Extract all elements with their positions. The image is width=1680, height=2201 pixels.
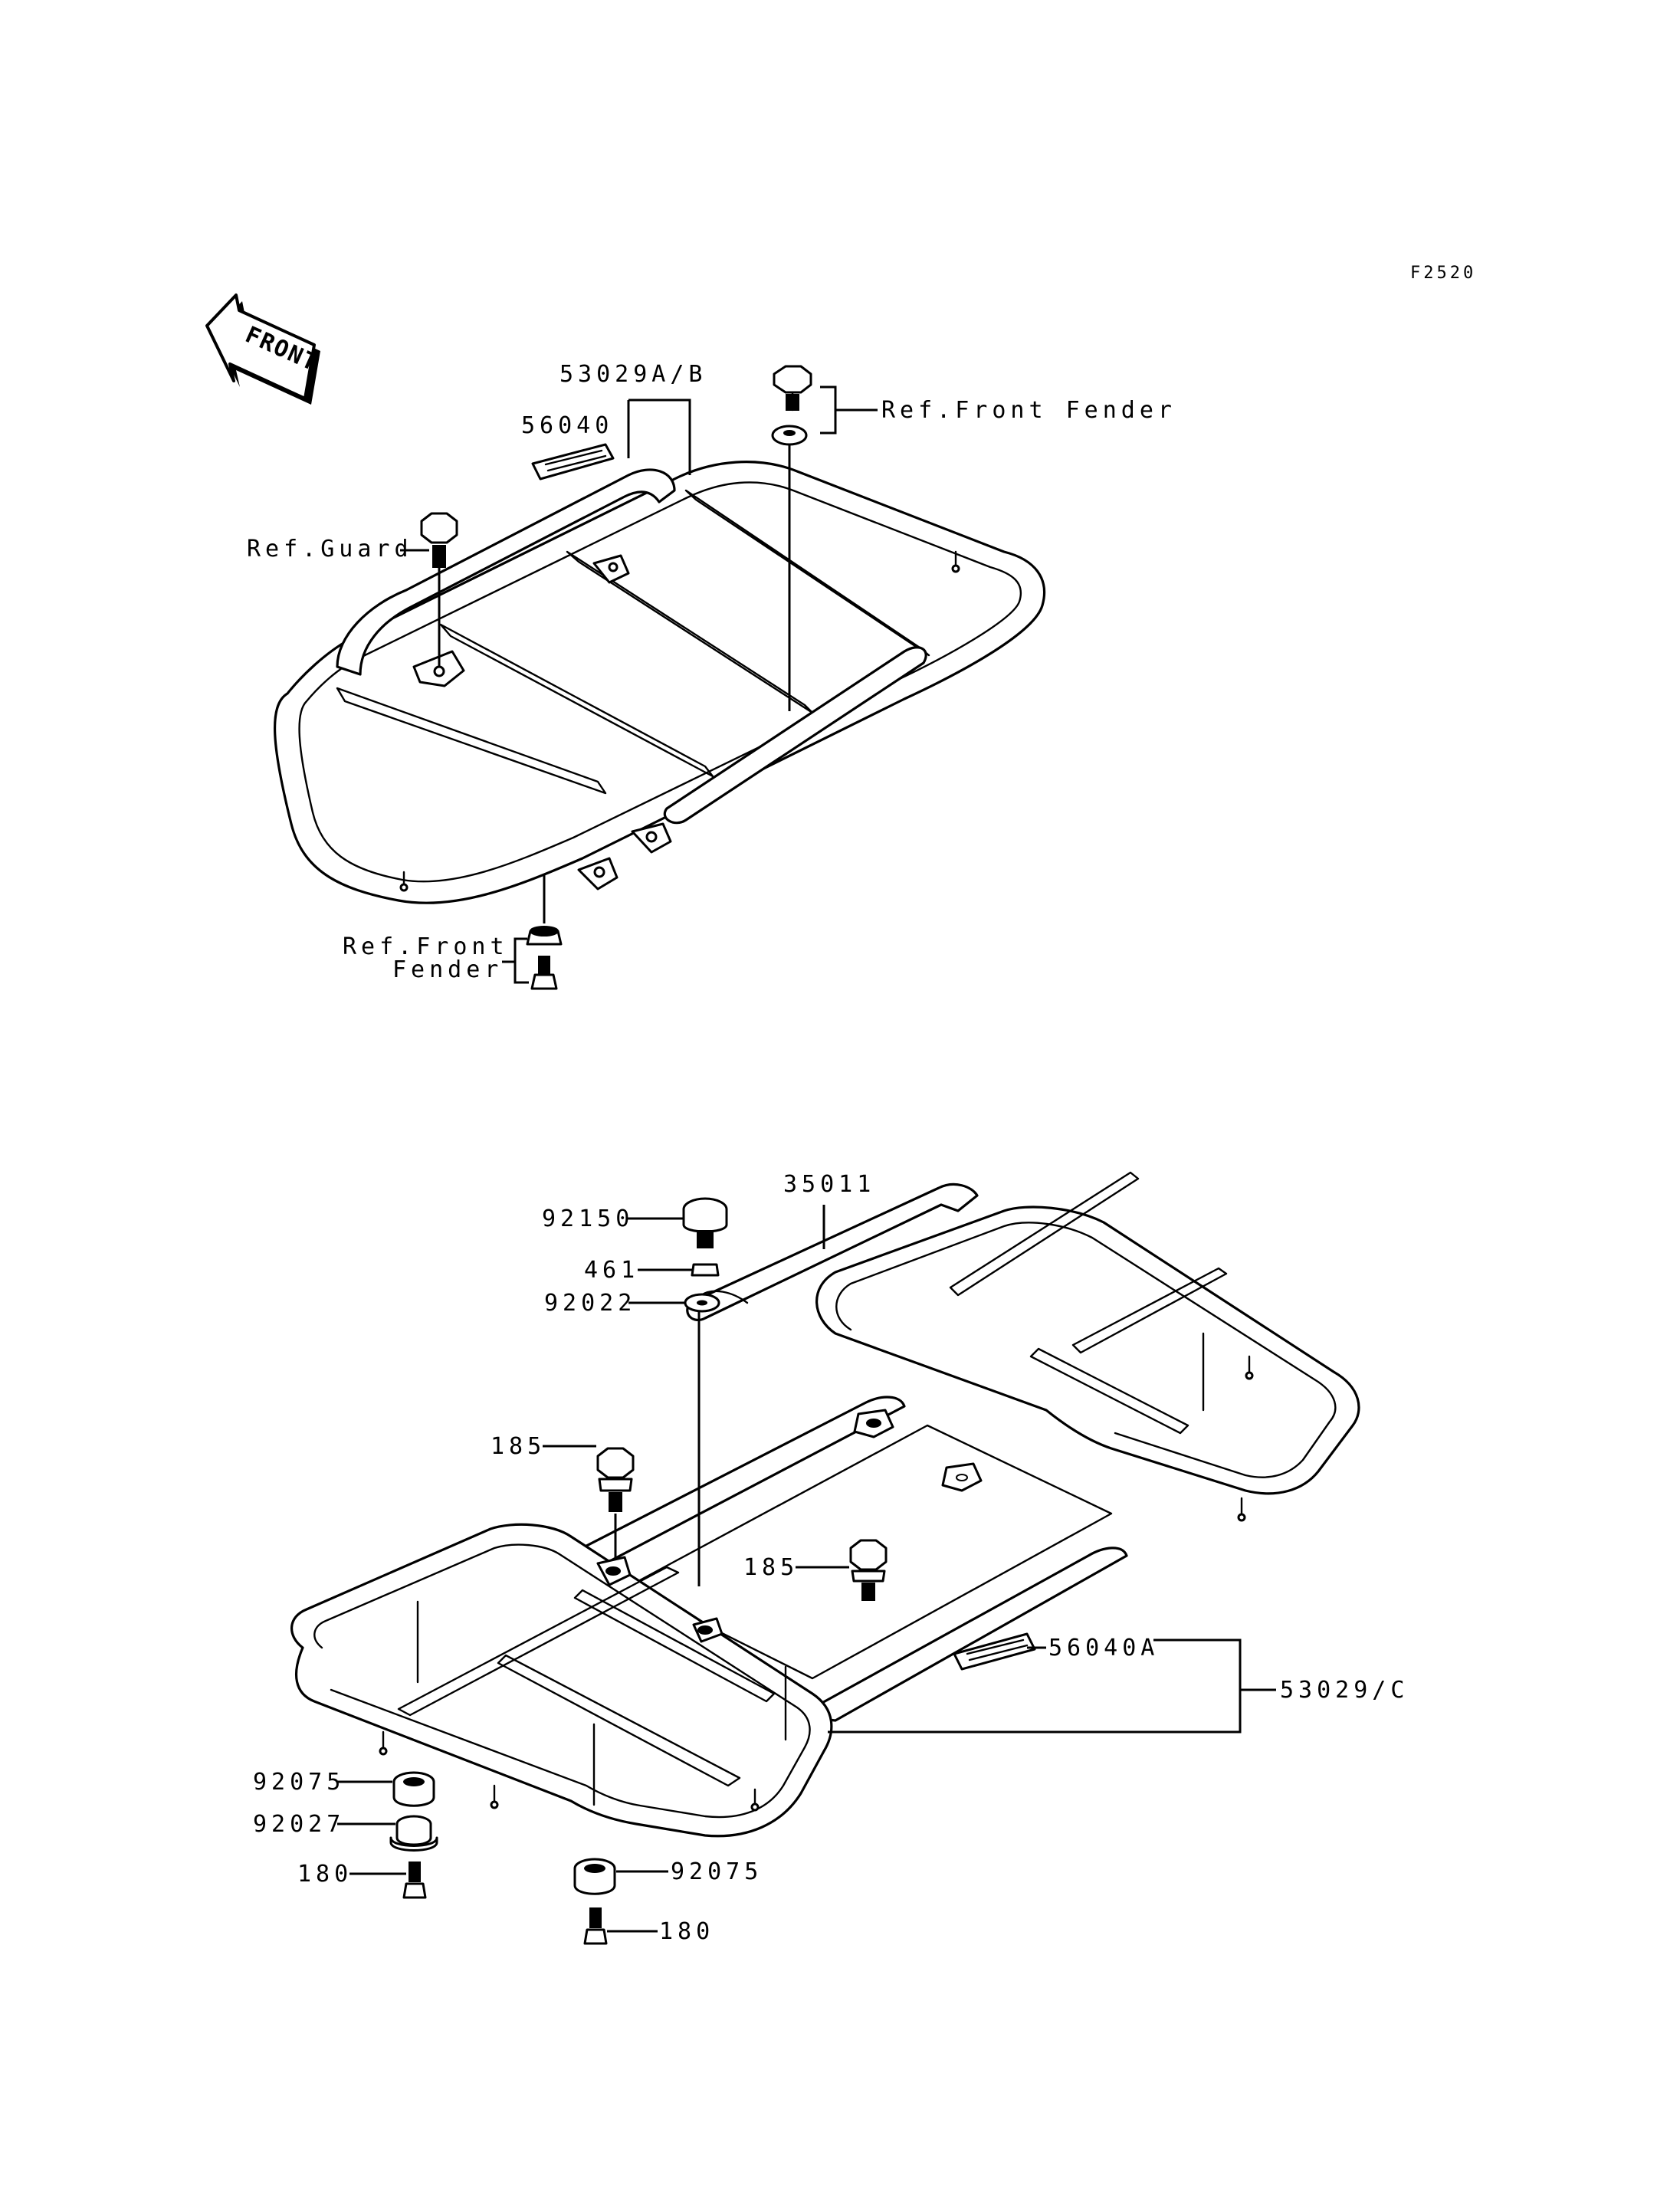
lower-front-cross-2 xyxy=(497,1654,741,1787)
callout-180-left: 180 xyxy=(297,1861,353,1888)
bolt-icon xyxy=(420,512,458,568)
label-plate-line xyxy=(546,454,607,472)
callout-ref-front-fender-top: Ref.Front Fender xyxy=(881,397,1176,424)
upper-mount-hole xyxy=(593,866,605,878)
label-plate-line xyxy=(544,449,603,466)
callout-53029c: 53029/C xyxy=(1280,1677,1409,1704)
bolt-icon xyxy=(596,1447,635,1512)
collar-icon xyxy=(389,1815,438,1852)
lower-rear-carrier-frame xyxy=(815,1205,1360,1495)
lower-main-rail-top xyxy=(566,1396,906,1565)
lower-mount-hole xyxy=(956,1474,968,1481)
lower-rear-cross-3 xyxy=(1071,1267,1228,1354)
label-plate-line xyxy=(966,1638,1025,1655)
callout-185-left: 185 xyxy=(491,1433,546,1460)
lower-main-rail-bottom xyxy=(796,1547,1128,1722)
bolt-icon xyxy=(530,956,558,990)
upper-carrier xyxy=(274,365,1046,990)
callout-92075-left: 92075 xyxy=(253,1769,345,1796)
label-plate-56040 xyxy=(531,443,615,481)
front-arrow-icon: FRONT xyxy=(205,294,323,405)
callout-185-right: 185 xyxy=(743,1554,799,1581)
upper-mount-hole xyxy=(645,831,658,843)
lower-front-carrier-frame xyxy=(290,1523,833,1838)
lower-stud-end xyxy=(1237,1513,1246,1522)
grommet-icon xyxy=(392,1771,435,1807)
lower-mount-hole xyxy=(697,1625,713,1635)
leader-bracket xyxy=(502,937,529,984)
lower-mount-hole xyxy=(866,1419,881,1428)
leader-line xyxy=(628,399,691,475)
upper-cross-member-4 xyxy=(684,489,930,657)
callout-35011: 35011 xyxy=(783,1171,875,1198)
bolt-icon xyxy=(583,1907,608,1945)
upper-mount-hole xyxy=(433,665,445,677)
callout-92150: 92150 xyxy=(542,1205,634,1232)
lower-front-inner-rail xyxy=(313,1543,811,1819)
grommet-icon xyxy=(573,1858,616,1895)
callout-92027: 92027 xyxy=(253,1811,345,1838)
grommet-icon xyxy=(526,926,563,946)
lower-front-cross-1 xyxy=(397,1566,680,1717)
callout-56040: 56040 xyxy=(521,412,613,439)
upper-carrier-right-bar xyxy=(663,646,927,825)
callout-ref-front-fender-bottom-line1: Ref.Front xyxy=(343,933,509,960)
bar-35011 xyxy=(686,1183,979,1321)
callout-ref-guard: Ref.Guard xyxy=(247,536,413,563)
lower-stud-end xyxy=(1245,1371,1254,1380)
upper-stud-end xyxy=(951,564,960,573)
upper-carrier-frame xyxy=(274,461,1046,904)
callout-180-bottom: 180 xyxy=(659,1918,714,1945)
lower-mount-hole xyxy=(605,1566,621,1576)
callout-56040a: 56040A xyxy=(1048,1635,1159,1661)
lower-carrier xyxy=(290,1171,1360,1945)
upper-mount-hole xyxy=(608,562,619,572)
leader-bracket xyxy=(828,1638,1276,1734)
figure-code: F2520 xyxy=(1410,264,1476,283)
lower-stud-end xyxy=(490,1800,499,1809)
lower-rear-cross-2 xyxy=(1029,1347,1189,1435)
callout-53029ab: 53029A/B xyxy=(559,361,707,388)
upper-carrier-side-rail xyxy=(336,468,676,676)
upper-cross-member-2 xyxy=(439,623,714,778)
lower-rear-cross-1 xyxy=(949,1171,1140,1297)
leader-bracket xyxy=(820,385,878,435)
lower-stud-end xyxy=(750,1802,760,1812)
bolt-icon xyxy=(849,1539,888,1601)
lower-center-plate xyxy=(627,1424,1113,1680)
callout-92022: 92022 xyxy=(544,1290,636,1317)
label-plate-line xyxy=(968,1644,1029,1661)
knob-icon xyxy=(682,1197,728,1248)
nut-icon xyxy=(691,1263,720,1277)
lower-stud-end xyxy=(379,1747,388,1756)
lower-rear-inner-rail xyxy=(835,1222,1337,1478)
callout-ref-front-fender-bottom-line2: Fender xyxy=(392,956,503,983)
callout-92075-bottom: 92075 xyxy=(671,1858,763,1885)
bolt-icon xyxy=(773,365,812,412)
grommet-icon xyxy=(771,425,808,446)
washer-icon xyxy=(684,1293,720,1313)
upper-carrier-inner-rail xyxy=(298,481,1022,883)
upper-cross-member-1 xyxy=(336,687,607,795)
callout-461: 461 xyxy=(584,1257,639,1284)
bolt-icon xyxy=(402,1862,427,1899)
upper-stud-end xyxy=(399,883,409,892)
lower-front-cross-3 xyxy=(573,1589,776,1703)
